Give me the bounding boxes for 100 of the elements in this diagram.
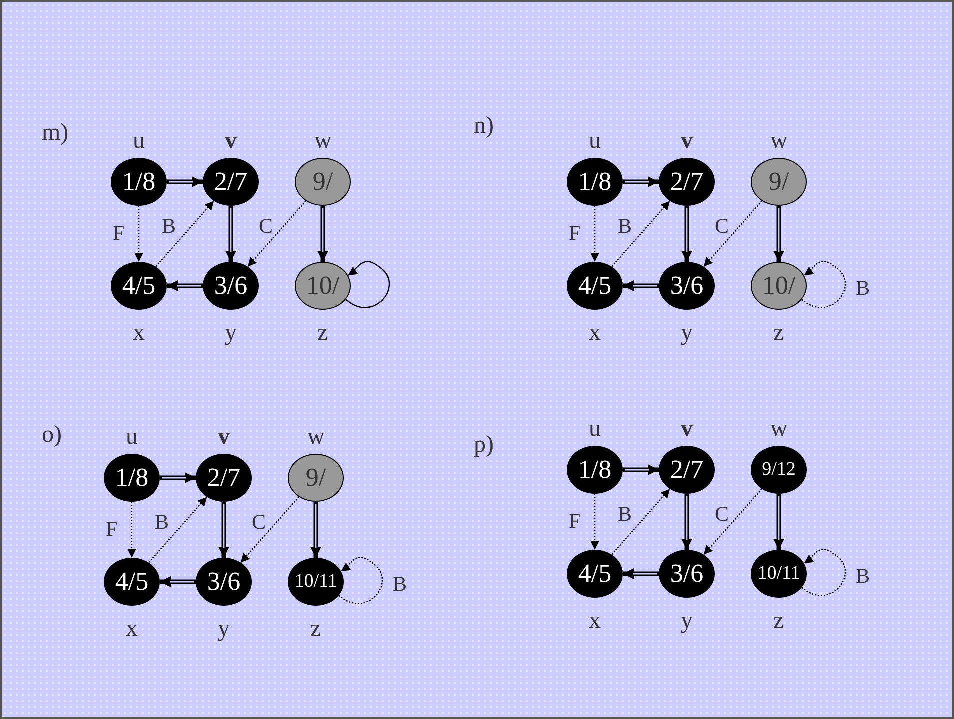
vertex-circle bbox=[659, 158, 715, 206]
vertex-circle bbox=[196, 454, 252, 502]
tree-edge-arrow bbox=[318, 206, 328, 262]
vertex-name: z bbox=[774, 609, 784, 633]
discovery-finish-time: 3/6 bbox=[670, 559, 704, 589]
discovery-finish-time: 3/6 bbox=[214, 271, 248, 301]
discovery-finish-time: 3/6 bbox=[670, 271, 704, 301]
vertex-name: w bbox=[308, 425, 325, 449]
edge-label: B bbox=[154, 512, 170, 532]
vertex-circle bbox=[288, 454, 344, 502]
edge-arrow bbox=[703, 200, 763, 268]
vertex-circle bbox=[751, 446, 807, 494]
discovery-finish-time: 2/7 bbox=[214, 167, 248, 197]
discovery-finish-time: 10/ bbox=[306, 271, 340, 301]
vertex-circle bbox=[111, 158, 167, 206]
panel-label: p) bbox=[474, 433, 494, 457]
vertex-name: z bbox=[310, 617, 322, 641]
vertex-name: z bbox=[774, 321, 784, 345]
vertex-circle bbox=[288, 558, 344, 606]
edge-arrow bbox=[128, 502, 136, 558]
vertex-circle bbox=[203, 262, 259, 310]
vertex-circle bbox=[196, 558, 252, 606]
vertex-circle bbox=[295, 158, 351, 206]
tree-edge-arrow bbox=[623, 464, 659, 476]
discovery-finish-time: 9/ bbox=[768, 167, 790, 197]
edge-label: B bbox=[855, 278, 872, 298]
vertex-circle bbox=[659, 446, 715, 494]
discovery-finish-time: 1/8 bbox=[122, 167, 156, 197]
discovery-finish-time: 10/11 bbox=[758, 563, 800, 585]
vertex-name: v bbox=[681, 129, 693, 153]
self-loop-arrow bbox=[338, 557, 384, 604]
discovery-finish-time: 4/5 bbox=[578, 271, 612, 301]
vertex-name: y bbox=[225, 321, 237, 345]
vertex-circle bbox=[111, 262, 167, 310]
vertex-circle bbox=[751, 262, 807, 310]
vertex-circle bbox=[567, 262, 623, 310]
vertex-name: u bbox=[589, 129, 601, 153]
edge-arrow bbox=[611, 200, 671, 268]
tree-edge-arrow bbox=[682, 206, 692, 262]
self-loop-arrow bbox=[802, 549, 846, 596]
edge-arrow bbox=[247, 200, 307, 268]
vertex-name: y bbox=[681, 321, 693, 345]
edge-label: F bbox=[105, 518, 119, 540]
vertex-circle bbox=[751, 158, 807, 206]
tree-edge-arrow bbox=[623, 280, 659, 292]
edge-label: C bbox=[251, 512, 268, 532]
discovery-finish-time: 4/5 bbox=[578, 559, 612, 589]
tree-edge-arrow bbox=[226, 206, 236, 262]
discovery-finish-time: 4/5 bbox=[115, 567, 149, 597]
edge-arrow bbox=[590, 206, 600, 262]
discovery-finish-time: 1/8 bbox=[115, 463, 149, 493]
tree-edge-arrow bbox=[167, 280, 203, 292]
edge-arrow bbox=[240, 496, 300, 564]
discovery-finish-time: 2/7 bbox=[670, 167, 704, 197]
vertex-circle bbox=[104, 454, 160, 502]
discovery-finish-time: 2/7 bbox=[207, 463, 241, 493]
discovery-finish-time: 9/ bbox=[312, 167, 334, 197]
tree-edge-arrow bbox=[160, 472, 196, 484]
vertex-circle bbox=[567, 550, 623, 598]
discovery-finish-time: 2/7 bbox=[670, 455, 704, 485]
discovery-finish-time: 4/5 bbox=[122, 271, 156, 301]
vertex-circle bbox=[567, 158, 623, 206]
tree-edge-arrow bbox=[218, 502, 230, 558]
self-loop-arrow bbox=[802, 261, 846, 308]
vertex-name: x bbox=[126, 617, 138, 641]
discovery-finish-time: 10/11 bbox=[294, 571, 338, 593]
edge-arrow bbox=[590, 494, 600, 550]
edge-arrow bbox=[611, 488, 671, 556]
vertex-circle bbox=[751, 550, 807, 598]
vertex-name: v bbox=[225, 129, 237, 153]
vertex-name: y bbox=[218, 617, 230, 641]
edge-arrow bbox=[134, 206, 144, 262]
tree-edge-arrow bbox=[682, 494, 692, 550]
vertex-name: w bbox=[770, 417, 788, 441]
vertex-name: u bbox=[589, 417, 601, 441]
discovery-finish-time: 3/6 bbox=[207, 567, 241, 597]
vertex-name: u bbox=[133, 129, 145, 153]
panel-label: m) bbox=[42, 121, 69, 145]
vertex-name: x bbox=[589, 609, 601, 633]
discovery-finish-time: 1/8 bbox=[578, 455, 612, 485]
panel-label: n) bbox=[474, 114, 494, 138]
tree-edge-arrow bbox=[774, 206, 784, 262]
edge-label: B bbox=[855, 566, 872, 586]
panel-label: o) bbox=[42, 423, 62, 447]
vertex-circle bbox=[203, 158, 259, 206]
vertex-name: v bbox=[218, 425, 230, 449]
vertex-name: w bbox=[770, 129, 788, 153]
vertex-name: w bbox=[314, 129, 332, 153]
vertex-name: z bbox=[318, 321, 328, 345]
vertex-name: x bbox=[589, 321, 601, 345]
vertex-name: u bbox=[126, 425, 138, 449]
edge-arrow bbox=[148, 496, 208, 564]
vertex-name: y bbox=[681, 609, 693, 633]
discovery-finish-time: 9/12 bbox=[762, 459, 796, 481]
edge-arrow bbox=[703, 488, 763, 556]
vertex-circle bbox=[104, 558, 160, 606]
vertex-circle bbox=[567, 446, 623, 494]
tree-edge-arrow bbox=[623, 176, 659, 188]
discovery-finish-time: 9/ bbox=[306, 463, 326, 493]
vertex-name: v bbox=[681, 417, 693, 441]
